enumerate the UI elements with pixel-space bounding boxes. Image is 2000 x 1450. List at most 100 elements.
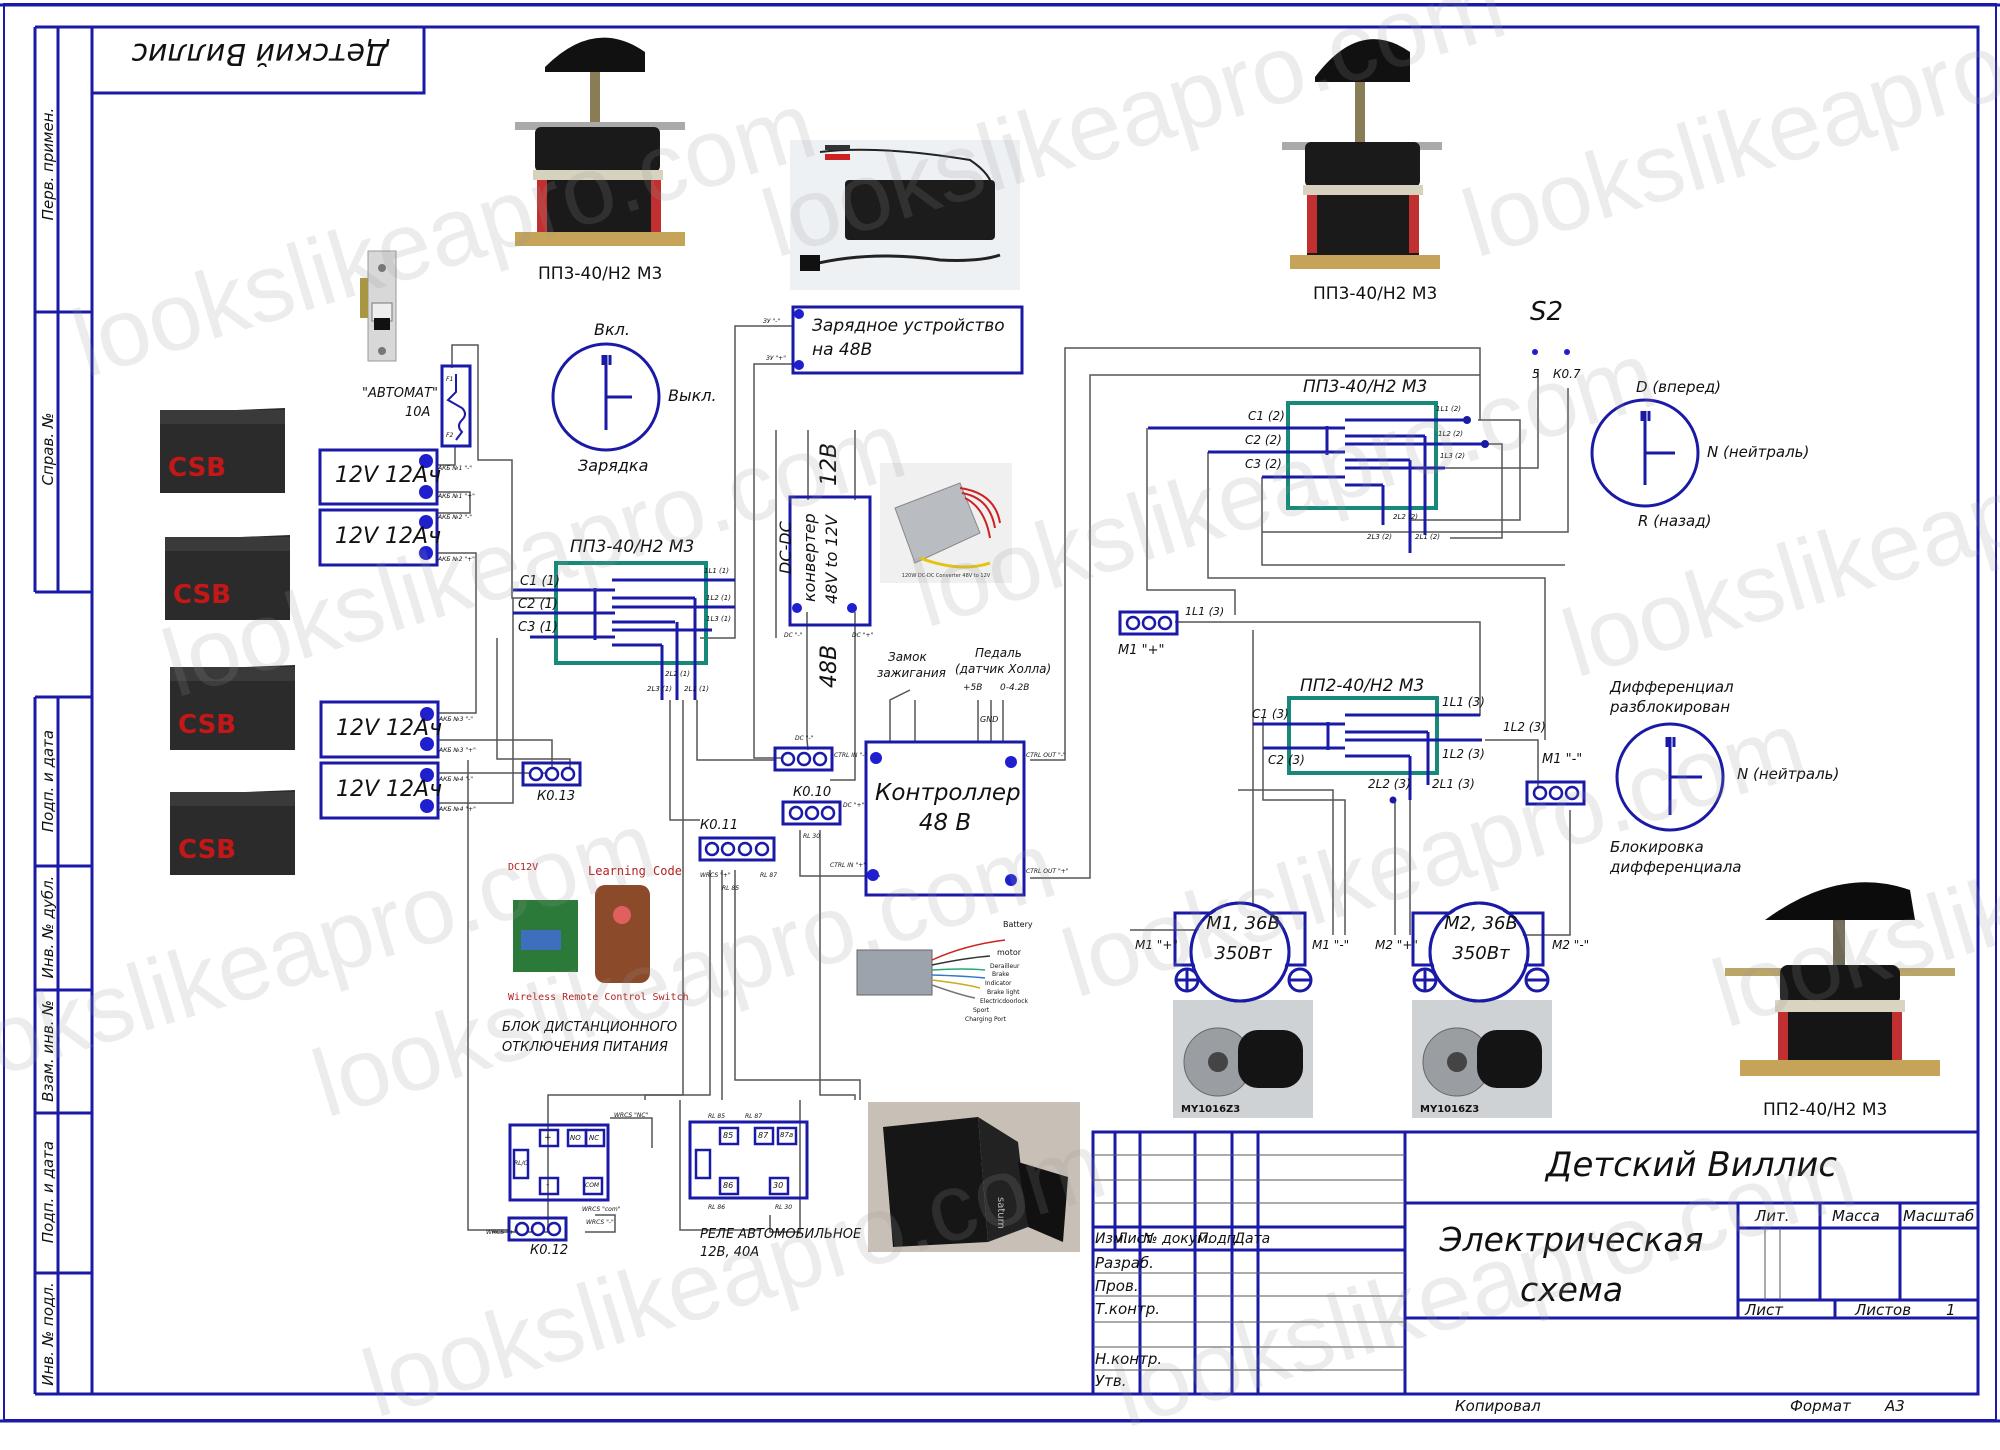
breaker-pin-bottom: F2 bbox=[446, 432, 454, 439]
pp3-2-1l2: 1L2 (2) bbox=[1438, 430, 1463, 438]
remote-block-line2: ОТКЛЮЧЕНИЯ ПИТАНИЯ bbox=[502, 1040, 668, 1055]
battery-box-1 bbox=[318, 448, 439, 506]
pp3-switch-2-symbol bbox=[1148, 401, 1489, 553]
motor-2-minus: M2 "-" bbox=[1552, 938, 1590, 952]
conn-rl30: RL 30 bbox=[803, 833, 821, 840]
pp2-c2: C2 (3) bbox=[1268, 753, 1305, 767]
remote-photo: DC12V Learning Code Wireless Remote Cont… bbox=[505, 862, 689, 1012]
dir-forward: D (вперед) bbox=[1636, 378, 1722, 396]
tb-col-doc: № докум. bbox=[1143, 1231, 1213, 1247]
tb-format-value: А3 bbox=[1885, 1397, 1905, 1415]
motor-1-plus: M1 "+" bbox=[1135, 938, 1178, 952]
conn-m1-plus: M1 "+" bbox=[1118, 643, 1165, 658]
dcdc-48v: 48В bbox=[817, 644, 842, 688]
wrcs-pin-plus: + bbox=[544, 1133, 552, 1143]
motor-1-minus: M1 "-" bbox=[1312, 938, 1350, 952]
relay-l87: RL 87 bbox=[745, 1113, 763, 1120]
ctrl-wire-derailleur: Derailleur bbox=[990, 963, 1020, 970]
pp3-2-2l1: 2L1 (2) bbox=[1415, 533, 1440, 541]
ctrl-wire-battery: Battery bbox=[1003, 920, 1033, 929]
relay-l30: RL 30 bbox=[775, 1204, 793, 1211]
tb-mass: Масса bbox=[1832, 1207, 1880, 1225]
dcdc-line3: 48V to 12V bbox=[822, 515, 841, 604]
motor-photo-2: MY1016Z3 bbox=[1412, 1000, 1552, 1118]
pp3-2-c1: C1 (2) bbox=[1248, 409, 1285, 423]
relay-auto-block bbox=[688, 1120, 809, 1200]
s2-pin-5: 5 bbox=[1532, 367, 1540, 381]
tb-col-list: Лист bbox=[1117, 1231, 1153, 1247]
pp3-2-c3: C3 (2) bbox=[1245, 457, 1282, 471]
pp2-c1: C1 (3) bbox=[1252, 707, 1289, 721]
ctrl-wire-brake: Brake bbox=[992, 971, 1010, 978]
svg-text:saturn: saturn bbox=[995, 1197, 1006, 1229]
remote-dc-label: DC12V bbox=[508, 862, 539, 873]
controller-photo: Battery motor Derailleur Brake Indicator… bbox=[855, 920, 1035, 1030]
battery-box-2 bbox=[318, 508, 439, 567]
pp3-1-title: ПП3-40/Н2 М3 bbox=[570, 537, 695, 557]
pp3-1-1l3: 1L3 (1) bbox=[706, 615, 731, 623]
battery-label-4: 12V 12Ач bbox=[336, 777, 443, 802]
conn-rl85: RL 85 bbox=[722, 885, 740, 892]
charge-switch-symbol bbox=[551, 342, 661, 452]
diff-neutral: N (нейтраль) bbox=[1737, 765, 1840, 783]
k012-label: К0.12 bbox=[530, 1243, 569, 1258]
tb-col-data: Дата bbox=[1234, 1231, 1271, 1247]
dir-reverse: R (назад) bbox=[1638, 512, 1712, 530]
relay-photo: saturn bbox=[868, 1102, 1080, 1252]
battery-2-neg: АКБ №2 "-" bbox=[438, 514, 473, 521]
tb-doc-type-2: схема bbox=[1519, 1270, 1624, 1309]
pp3-1-2l2: 2L2 (1) bbox=[665, 670, 690, 678]
pedal-line1: Педаль bbox=[975, 646, 1022, 660]
pp3-2-2l3: 2L3 (2) bbox=[1367, 533, 1392, 541]
pp3-1-1l1: 1L1 (1) bbox=[704, 567, 729, 575]
breaker-rating: 10А bbox=[405, 405, 431, 420]
dcdc-photo: 120W DC-DC Converter 48V to 12V bbox=[880, 463, 1012, 583]
battery-2-pos: АКБ №2 "+" bbox=[438, 556, 475, 563]
svg-text:CSB: CSB bbox=[168, 453, 226, 483]
title-block-frame bbox=[1091, 1130, 1980, 1396]
dcdc-12v: 12В bbox=[817, 442, 842, 486]
connector-k010 bbox=[781, 800, 842, 826]
pp3-1-c1: C1 (1) bbox=[520, 574, 560, 589]
relay-pin-85: 85 bbox=[723, 1131, 734, 1140]
conn-dc-minus: DC "-" bbox=[795, 735, 814, 742]
pp3-2-c2: C2 (2) bbox=[1245, 433, 1282, 447]
battery-photo-2: CSB bbox=[165, 535, 290, 620]
ctrl-in-pos: CTRL IN "+" bbox=[830, 862, 866, 869]
pp3-1-2l1: 2L1 (1) bbox=[684, 685, 709, 693]
motor-1-name: M1, 36В bbox=[1206, 913, 1280, 934]
battery-1-neg: АКБ №1 "-" bbox=[438, 465, 473, 472]
battery-box-4 bbox=[319, 761, 440, 820]
charger-line2: на 48В bbox=[812, 340, 873, 360]
pp3-1-c3: C3 (1) bbox=[518, 620, 558, 635]
switch-photo-pp3-right bbox=[1282, 39, 1442, 269]
pedal-gnd: GND bbox=[980, 715, 999, 724]
connector-k013 bbox=[521, 761, 582, 787]
pedal-signal: 0-4.2В bbox=[1000, 683, 1030, 693]
battery-label-1: 12V 12Ач bbox=[335, 463, 442, 488]
breaker-pin-top: F1 bbox=[446, 376, 454, 383]
charger-line1: Зарядное устройство bbox=[812, 316, 1005, 336]
k011-label: К0.11 bbox=[700, 818, 739, 833]
breaker-photo bbox=[360, 250, 397, 362]
connector-k012 bbox=[507, 1216, 568, 1242]
relay-pin-86: 86 bbox=[723, 1181, 734, 1190]
dcdc-photo-caption: 120W DC-DC Converter 48V to 12V bbox=[902, 573, 991, 579]
wrcs-com-label: WRCS "com" bbox=[582, 1206, 621, 1213]
ctrl-wire-indicator: Indicator bbox=[985, 980, 1012, 987]
tb-copied: Копировал bbox=[1455, 1397, 1541, 1415]
switch-photo-pp3-left bbox=[515, 37, 685, 246]
motor-2-power: 350Вт bbox=[1452, 943, 1510, 964]
diff-bottom-1: Блокировка bbox=[1610, 838, 1704, 856]
ctrl-wire-motor: motor bbox=[997, 948, 1022, 957]
battery-photo-3: CSB bbox=[170, 665, 295, 750]
charge-switch-off: Выкл. bbox=[668, 386, 717, 405]
conn-m1-minus: M1 "-" bbox=[1542, 752, 1583, 767]
pp2-1l2: 1L2 (3) bbox=[1442, 747, 1485, 761]
ctrl-wire-brake-light: Brake light bbox=[987, 989, 1020, 996]
relay-pin-30: 30 bbox=[773, 1181, 784, 1190]
switch-photo-label-right: ПП3-40/Н2 М3 bbox=[1313, 284, 1438, 304]
pp2-2l1: 2L1 (3) bbox=[1432, 777, 1475, 791]
